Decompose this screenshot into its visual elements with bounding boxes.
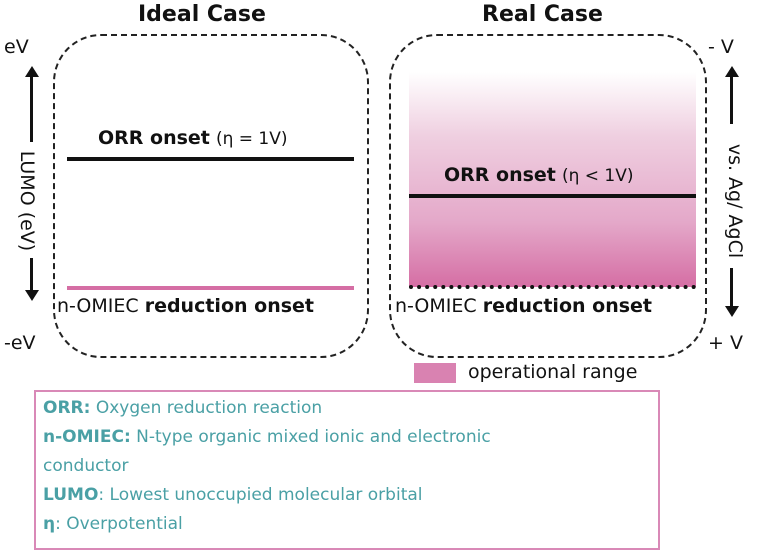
right-axis-arrow-up-icon [725, 66, 739, 77]
ideal-case-title: Ideal Case [138, 2, 266, 27]
left-axis-top-label: eV [4, 36, 29, 58]
left-axis-label: LUMO (eV) [16, 150, 38, 252]
left-axis-arrow-up-icon [25, 66, 39, 77]
ideal-reduction-prefix: n-OMIEC [57, 295, 145, 317]
glossary-def-orr: Oxygen reduction reaction [90, 398, 323, 418]
glossary-def-nomiec: N-type organic mixed ionic and electroni… [130, 427, 491, 447]
glossary-term-eta: η [43, 514, 56, 534]
real-reduction-onset-label: n-OMIEC reduction onset [395, 295, 652, 317]
real-case-title: Real Case [482, 2, 603, 27]
right-axis-arrow-shaft-bottom [730, 268, 733, 308]
glossary-term-orr: ORR: [43, 398, 91, 418]
real-orr-onset-line [409, 194, 696, 198]
real-reduction-term: reduction onset [482, 295, 652, 317]
glossary-line-nomiec-cont: conductor [43, 456, 129, 476]
ideal-orr-onset-line [67, 157, 354, 161]
ideal-case-panel [53, 34, 369, 358]
glossary-line-lumo: LUMO: Lowest unoccupied molecular orbita… [43, 485, 423, 505]
operational-range-fill [409, 72, 696, 287]
right-axis-arrow-down-icon [725, 306, 739, 317]
real-case-panel [389, 34, 707, 358]
right-axis-top-label: - V [708, 36, 734, 58]
left-axis-arrow-shaft-top [30, 76, 33, 142]
glossary-box [34, 390, 660, 550]
glossary-line-eta: η: Overpotential [43, 514, 183, 534]
left-axis-arrow-down-icon [25, 290, 39, 301]
real-orr-overpotential: (η < 1V) [561, 166, 634, 186]
ideal-orr-onset-label: ORR onset (η = 1V) [98, 127, 287, 149]
glossary-term-lumo: LUMO [43, 485, 99, 505]
glossary-line-nomiec: n-OMIEC: N-type organic mixed ionic and … [43, 427, 491, 447]
operational-range-label: operational range [468, 361, 638, 383]
real-orr-onset-term: ORR onset [444, 164, 556, 186]
glossary-def-eta: : Overpotential [55, 514, 183, 534]
glossary-def-nomiec-cont: conductor [43, 456, 129, 476]
ideal-orr-onset-term: ORR onset [98, 127, 210, 149]
right-axis-arrow-shaft-top [730, 76, 733, 124]
right-axis-label: vs. Ag/ AgCl [724, 143, 746, 259]
real-reduction-onset-dotted-line [409, 285, 696, 289]
glossary-term-nomiec: n-OMIEC: [43, 427, 131, 447]
right-axis-bottom-label: + V [708, 332, 743, 354]
left-axis-arrow-shaft-bottom [30, 258, 33, 292]
ideal-reduction-onset-line [67, 286, 354, 290]
real-reduction-prefix: n-OMIEC [395, 295, 483, 317]
glossary-def-lumo: : Lowest unoccupied molecular orbital [98, 485, 423, 505]
glossary-line-orr: ORR: Oxygen reduction reaction [43, 398, 322, 418]
real-orr-onset-label: ORR onset (η < 1V) [444, 164, 633, 186]
ideal-orr-overpotential: (η = 1V) [215, 129, 288, 149]
left-axis-bottom-label: -eV [4, 332, 36, 354]
ideal-reduction-onset-label: n-OMIEC reduction onset [57, 295, 314, 317]
operational-range-swatch [414, 363, 456, 383]
ideal-reduction-term: reduction onset [144, 295, 314, 317]
